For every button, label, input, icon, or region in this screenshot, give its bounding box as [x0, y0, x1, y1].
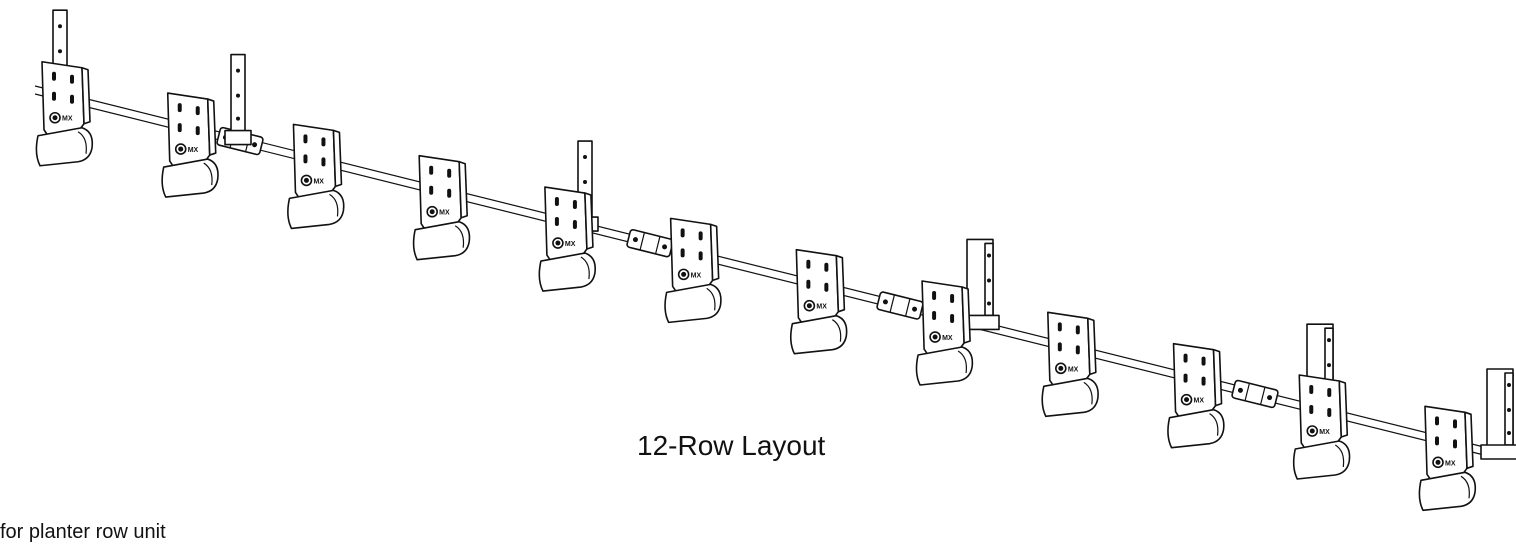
- row-unit-logo-text: MX: [691, 272, 702, 279]
- row-unit-6: MX: [664, 217, 722, 324]
- row-unit-logo-text: MX: [1319, 429, 1330, 436]
- coupler-group: [216, 126, 1279, 409]
- row-unit-bracket: [1424, 405, 1468, 482]
- row-unit-2: MX: [161, 92, 219, 198]
- row-unit-10: MX: [1167, 342, 1225, 449]
- row-unit-logo-text: MX: [313, 178, 324, 185]
- coupler-3: [876, 291, 924, 320]
- row-unit-paddle: [161, 158, 219, 198]
- coupler-2: [626, 229, 674, 258]
- row-unit-1: MX: [35, 60, 94, 167]
- row-unit-7: MX: [789, 248, 848, 355]
- row-unit-logo-text: MX: [188, 147, 199, 154]
- row-unit-paddle: [1167, 408, 1225, 449]
- row-unit-bracket: [921, 280, 965, 356]
- mount-bracket-6: [1480, 368, 1516, 460]
- row-unit-paddle: [1041, 377, 1099, 418]
- row-unit-4: MX: [412, 154, 471, 261]
- row-unit-bracket: [669, 217, 714, 294]
- row-unit-12: MX: [1418, 405, 1477, 512]
- row-unit-bracket: [292, 123, 337, 200]
- row-unit-logo-text: MX: [565, 241, 576, 248]
- row-unit-paddle: [35, 126, 94, 167]
- row-unit-paddle: [538, 252, 596, 292]
- row-unit-paddle: [915, 346, 974, 386]
- footer-fragment-text: for planter row unit: [0, 521, 166, 543]
- row-unit-group: MX MX MX MX MX MX MX MX MX MX MX MX: [35, 60, 1477, 512]
- mount-bracket-4: [960, 238, 1000, 331]
- row-unit-bracket: [1047, 311, 1091, 388]
- row-unit-5: MX: [538, 186, 596, 292]
- row-unit-logo-text: MX: [1445, 460, 1456, 467]
- row-unit-bracket: [544, 186, 588, 262]
- row-unit-bracket: [795, 248, 840, 325]
- row-unit-paddle: [287, 189, 345, 230]
- row-unit-logo-text: MX: [942, 335, 953, 342]
- row-unit-paddle: [664, 283, 722, 324]
- mount-bracket-group: [46, 9, 1516, 460]
- row-unit-logo-text: MX: [816, 304, 827, 311]
- row-unit-bracket: [1298, 374, 1343, 450]
- row-unit-paddle: [789, 314, 848, 355]
- row-unit-bracket: [418, 154, 462, 231]
- row-unit-bracket: [166, 92, 211, 168]
- row-unit-paddle: [1418, 471, 1477, 512]
- row-unit-paddle: [412, 220, 471, 261]
- row-unit-bracket: [41, 60, 85, 137]
- row-unit-11: MX: [1292, 374, 1351, 480]
- coupler-4: [1231, 379, 1279, 409]
- row-unit-logo-text: MX: [1068, 366, 1079, 373]
- row-unit-logo-text: MX: [62, 116, 73, 123]
- mount-bracket-2: [224, 53, 252, 146]
- row-unit-paddle: [1292, 440, 1351, 480]
- row-unit-8: MX: [915, 280, 974, 386]
- row-unit-logo-text: MX: [1194, 398, 1205, 405]
- row-unit-3: MX: [287, 123, 345, 230]
- layout-caption: 12-Row Layout: [637, 430, 826, 461]
- row-unit-logo-text: MX: [439, 210, 450, 217]
- row-unit-9: MX: [1041, 311, 1099, 418]
- row-unit-bracket: [1172, 342, 1217, 419]
